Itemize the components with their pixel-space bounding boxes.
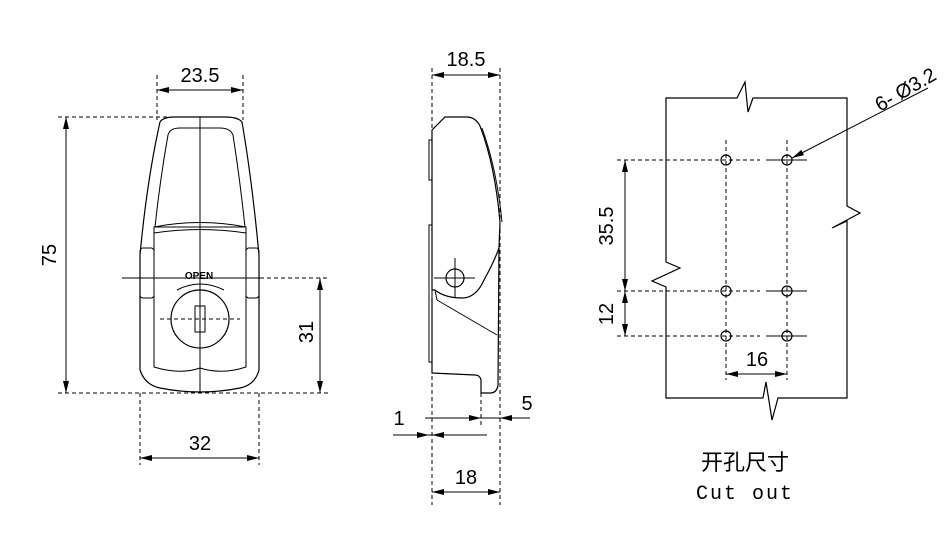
open-label: OPEN [185, 271, 213, 282]
hole-callout: 6- Ø3.2 [872, 64, 941, 116]
dim-label-16: 16 [746, 349, 768, 371]
dim-label-75: 75 [39, 244, 61, 266]
dim-label-12: 12 [596, 303, 618, 325]
hole-leader-line [791, 87, 929, 159]
side-body-outline [431, 116, 501, 299]
panel-outline [650, 79, 862, 421]
dim-label-32: 32 [189, 433, 211, 455]
dim-label-31: 31 [296, 321, 318, 343]
rotate-arrow-icon [176, 283, 225, 291]
cutout-view: 6- Ø3.2 35.5 12 16 开孔尺寸 Cut out [596, 64, 940, 506]
cutout-title-en: Cut out [696, 483, 794, 506]
dim-label-23-5: 23.5 [181, 65, 220, 87]
dim-label-18-5: 18.5 [447, 49, 486, 71]
cutout-title-cn: 开孔尺寸 [701, 451, 789, 476]
hole-grid [617, 140, 807, 380]
dim-label-5: 5 [521, 393, 532, 415]
side-view: 18.5 5 1 18 [393, 49, 533, 505]
dim-label-35-5: 35.5 [596, 207, 618, 246]
dim-label-1: 1 [393, 408, 404, 430]
front-view: 23.5 75 31 OPEN 32 [39, 65, 330, 465]
dim-label-18: 18 [455, 467, 477, 489]
